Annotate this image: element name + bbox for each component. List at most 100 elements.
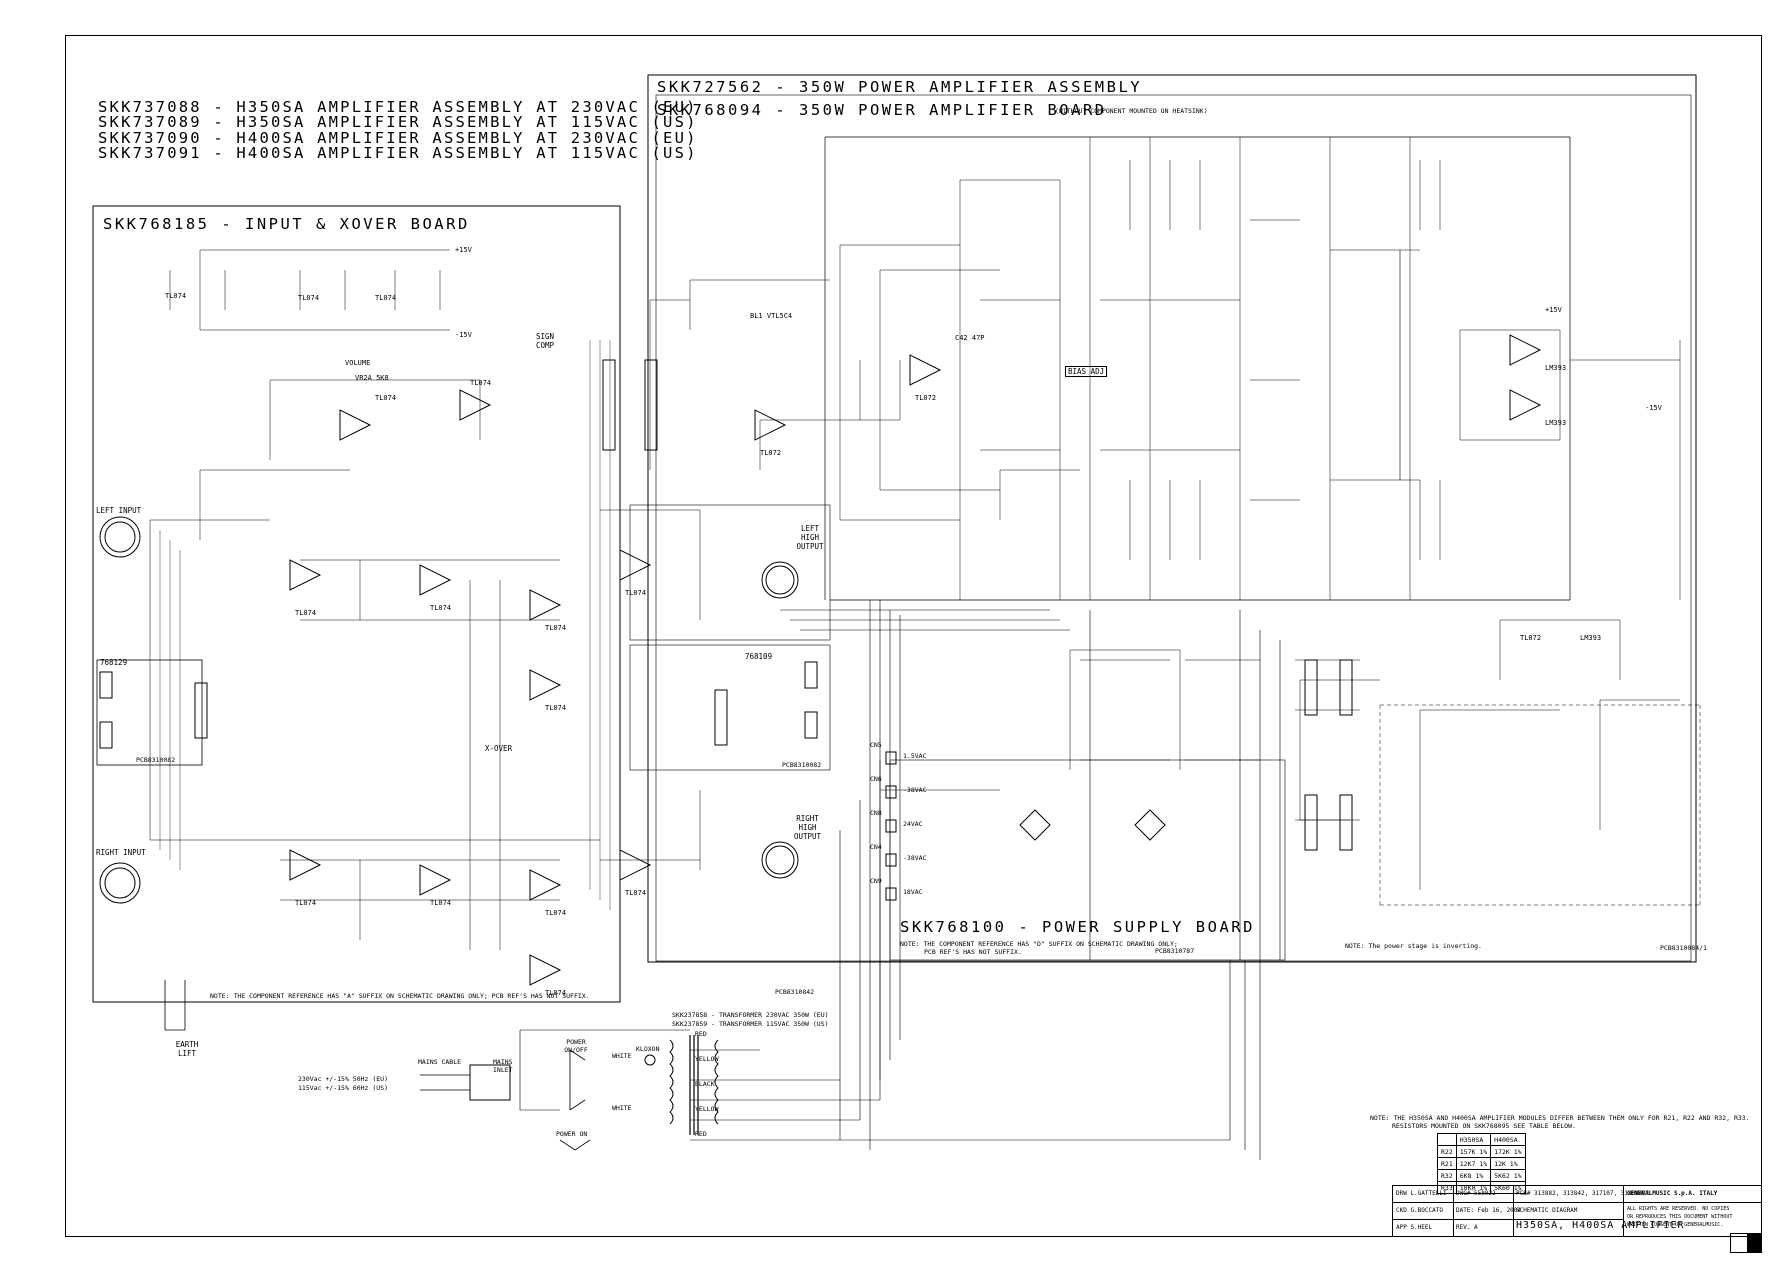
opamp-12 xyxy=(619,849,652,881)
ic-label-17: TL072 xyxy=(760,449,781,457)
rail-neg-label-2: -15V xyxy=(1645,404,1663,412)
connector-cn3 xyxy=(1339,794,1353,851)
ic-label-20: LM393 xyxy=(1580,634,1601,642)
power-amp-assembly-frame xyxy=(647,74,1697,963)
ic-label-16: TL072 xyxy=(915,394,936,402)
ic-label-15: TL074 xyxy=(625,889,646,897)
opamp-9 xyxy=(419,864,452,896)
rail-2-label: -38VAC xyxy=(903,786,927,794)
c42-label: C42 47P xyxy=(955,334,985,342)
opamp-11 xyxy=(529,954,562,986)
power-switch-label: POWER ON/OFF xyxy=(564,1038,588,1054)
mains-cable-label: MAINS CABLE xyxy=(418,1058,462,1066)
transformer-primary xyxy=(669,1039,674,1125)
ic-label-5: TL074 xyxy=(470,379,491,387)
bridge-rectifier-2 xyxy=(1134,809,1166,841)
input-board-frame xyxy=(92,205,621,1003)
wire-yellow-2: YELLOW xyxy=(695,1105,719,1113)
ic-label-12: TL074 xyxy=(430,899,451,907)
table-cell: 157K 1% xyxy=(1455,1145,1492,1158)
table-cell: R21 xyxy=(1437,1157,1457,1170)
opamp-14 xyxy=(754,409,787,441)
resistor-table: H350SA H400SA R22 157K 1% 172K 1% R21 12… xyxy=(1437,1133,1526,1194)
power-amp-pcb-ref: PCB8310084/1 xyxy=(1660,944,1707,952)
ic-label-18: LM393 xyxy=(1545,364,1566,372)
module-left-label: 768129 xyxy=(100,658,128,667)
opamp-2 xyxy=(459,389,492,421)
ic-label-8: TL074 xyxy=(545,624,566,632)
ic-label-3: TL074 xyxy=(375,294,396,302)
power-supply-pcb-ref: PCB8310787 xyxy=(1155,947,1195,955)
transformer-line-1: SKK237858 - TRANSFORMER 230VAC 350W (EU) xyxy=(672,1011,829,1019)
left-output-label: LEFT HIGH OUTPUT xyxy=(796,524,824,551)
ic-label-19: LM393 xyxy=(1545,419,1566,427)
pcb-right-label: PCB8310082 xyxy=(782,761,822,769)
title-checked: CKD G.BOCCATO xyxy=(1396,1207,1443,1214)
title-rev: REV. A xyxy=(1456,1224,1478,1231)
left-output-frame xyxy=(629,504,831,641)
assembly-line-1: SKK737088 - H350SA AMPLIFIER ASSEMBLY AT… xyxy=(98,98,698,116)
table-row: H350SA H400SA xyxy=(1437,1133,1526,1146)
volume-pot-label: VR2A 5K8 xyxy=(355,374,389,382)
right-module-frame xyxy=(629,644,831,771)
power-amp-assembly-title: SKK727562 - 350W POWER AMPLIFIER ASSEMBL… xyxy=(657,78,1143,96)
kloxon-label: KLOXON xyxy=(636,1045,660,1053)
right-xlr-output xyxy=(761,841,799,879)
right-xlr-input xyxy=(99,862,141,904)
left-module-frame xyxy=(96,659,203,766)
opamp-4 xyxy=(419,564,452,596)
ic-label-9: TL074 xyxy=(545,704,566,712)
voltage-us-label: 115Vac +/-15% 60Hz (US) xyxy=(298,1084,389,1092)
ic-label-2: TL074 xyxy=(298,294,319,302)
comparator-1 xyxy=(1509,334,1542,366)
assembly-line-4: SKK737091 - H400SA AMPLIFIER ASSEMBLY AT… xyxy=(98,144,698,162)
wire-black: BLACK xyxy=(695,1080,715,1088)
rail-pos-label-2: +15V xyxy=(1545,306,1563,314)
cn4-label: CN4 xyxy=(870,843,882,851)
pcb-left-label: PCB8310082 xyxy=(136,756,176,764)
table-cell: 6K8 1% xyxy=(1455,1169,1492,1182)
jack-left-1 xyxy=(99,671,113,699)
left-xlr-output xyxy=(761,561,799,599)
rail-pos-label: +15V xyxy=(455,246,473,254)
rail-3-label: 24VAC xyxy=(903,820,923,828)
title-type: SCHEMATIC DIAGRAM xyxy=(1516,1207,1578,1214)
rail-neg-label: -15V xyxy=(455,331,473,339)
kloxon-fuse xyxy=(644,1054,656,1066)
assembly-line-3: SKK737090 - H400SA AMPLIFIER ASSEMBLY AT… xyxy=(98,129,698,147)
wire-white-2: WHITE xyxy=(612,1104,632,1112)
cn9-label: CN9 xyxy=(870,877,882,885)
table-row: R22 157K 1% 172K 1% xyxy=(1437,1145,1526,1158)
title-product: H350SA, H400SA AMPLIFIER xyxy=(1516,1220,1685,1231)
voltage-eu-label: 230Vac +/-15% 50Hz (EU) xyxy=(298,1075,389,1083)
table-cell: 172K 1% xyxy=(1490,1145,1526,1158)
ic-label-7: TL074 xyxy=(430,604,451,612)
earth-lift-label: EARTH LIFT xyxy=(175,1040,199,1058)
opamp-13 xyxy=(909,354,942,386)
inverting-note: NOTE: The power stage is inverting. xyxy=(1345,942,1482,950)
table-cell: R32 xyxy=(1437,1169,1457,1182)
drawing-frame xyxy=(65,35,1762,1237)
rail-4-label: -38VAC xyxy=(903,854,927,862)
title-date: DATE: Feb 16, 2004 xyxy=(1456,1207,1522,1214)
input-board-title: SKK768185 - INPUT & XOVER BOARD xyxy=(103,215,470,233)
power-switch xyxy=(569,1049,586,1111)
connector-cn2 xyxy=(1339,659,1353,716)
title-approved: APP S.HEEL xyxy=(1396,1224,1433,1231)
table-row: R32 6K8 1% 5K62 1% xyxy=(1437,1169,1526,1182)
power-on-led xyxy=(559,1139,591,1151)
right-input-label: RIGHT INPUT xyxy=(96,848,146,857)
resistor-note-1: NOTE: THE H350SA AND H400SA AMPLIFIER MO… xyxy=(1370,1114,1750,1122)
table-header-cell: H350SA xyxy=(1455,1133,1492,1146)
assembly-line-2: SKK737089 - H350SA AMPLIFIER ASSEMBLY AT… xyxy=(98,113,698,131)
table-cell: 5K60 1% xyxy=(1490,1181,1526,1194)
table-cell: R22 xyxy=(1437,1145,1457,1158)
opamp-7 xyxy=(619,549,652,581)
opamp-5 xyxy=(529,589,562,621)
bl1-label: BL1 VTL5C4 xyxy=(750,312,792,320)
ic-label-14: TL074 xyxy=(545,989,566,997)
rail-1-label: 1.5VAC xyxy=(903,752,927,760)
cn6-label: CN6 xyxy=(870,775,882,783)
connector-cn3a xyxy=(714,689,728,746)
bridge-rectifier-1 xyxy=(1019,809,1051,841)
